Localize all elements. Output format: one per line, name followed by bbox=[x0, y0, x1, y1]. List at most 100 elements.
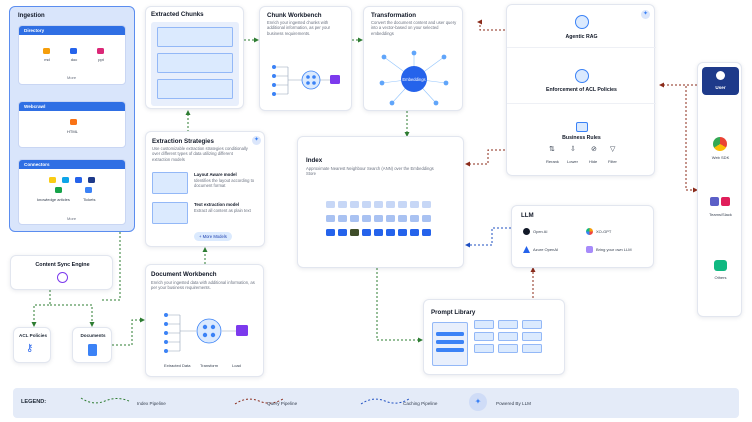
prompt-tile bbox=[522, 320, 542, 329]
web-sdk-label: Web SDK bbox=[711, 155, 730, 160]
llm-powered-icon: ✦ bbox=[641, 10, 650, 19]
documents-card: Documents bbox=[72, 327, 112, 363]
layout-model-title: Layout Aware model bbox=[194, 172, 237, 177]
acl-policies-title: ACL Policies bbox=[19, 333, 47, 338]
vector-cell bbox=[398, 215, 407, 222]
powered-by-llm-label: Powered By LLM bbox=[496, 401, 531, 406]
vector-cell bbox=[326, 229, 335, 236]
legend-bar: LEGEND: Index Pipeline Query Pipeline Ca… bbox=[13, 388, 739, 418]
openai-icon bbox=[523, 228, 530, 235]
teams-icon bbox=[710, 197, 719, 206]
vector-cell bbox=[398, 201, 407, 208]
documents-title: Documents bbox=[80, 333, 106, 338]
lower-label: Lower bbox=[567, 159, 578, 164]
slack-icon bbox=[721, 197, 730, 206]
doc-pipeline-graph-icon bbox=[164, 313, 248, 353]
filter-label: Filter bbox=[608, 159, 617, 164]
html-file-icon bbox=[70, 119, 77, 125]
knowledge-articles-label: knowledge articles bbox=[37, 197, 70, 202]
prompt-tile bbox=[522, 332, 542, 341]
vector-cell bbox=[386, 229, 395, 236]
divider bbox=[507, 47, 656, 48]
transformation-card: Transformation Convert the document cont… bbox=[363, 6, 463, 111]
connectors-source[interactable]: Connectors knowledge articles Tickets Mo… bbox=[18, 159, 126, 225]
ingestion-panel: Ingestion Directory md doc ppt More Webc… bbox=[9, 6, 135, 232]
user-shield-icon bbox=[575, 69, 589, 83]
extracted-data-label: Extracted Data bbox=[164, 363, 191, 368]
directory-source[interactable]: Directory md doc ppt More bbox=[18, 25, 126, 85]
azure-openai-label: Azure OpenAI bbox=[533, 247, 559, 252]
vector-cell bbox=[326, 201, 335, 208]
divider bbox=[507, 103, 656, 104]
vector-cell bbox=[422, 215, 431, 222]
document-workbench-card: Document Workbench Enrich your ingested … bbox=[145, 264, 264, 377]
vector-cell bbox=[362, 215, 371, 222]
directory-more-link[interactable]: More bbox=[67, 75, 77, 80]
acl-policies-card: ACL Policies ⚷ bbox=[13, 327, 51, 363]
vector-cell bbox=[338, 229, 347, 236]
tickets-label: Tickets bbox=[83, 197, 96, 202]
webcrawl-title: Webcrawl bbox=[19, 102, 125, 111]
connectors-more-link[interactable]: More bbox=[67, 216, 77, 221]
prompt-row bbox=[436, 348, 464, 352]
llm-powered-icon: ✦ bbox=[252, 136, 261, 145]
vector-cell bbox=[326, 215, 335, 222]
vector-cell bbox=[374, 229, 383, 236]
business-rules-label: Business Rules bbox=[562, 135, 601, 141]
extracted-chunks-title: Extracted Chunks bbox=[151, 11, 204, 18]
ppt-file-icon bbox=[97, 48, 104, 54]
more-models-button[interactable]: + More Models bbox=[194, 232, 232, 241]
content-sync-card: Content Sync Engine bbox=[10, 255, 113, 290]
index-card: Index Approximate Nearest Neighbour Sear… bbox=[297, 136, 464, 268]
hide-icon: ⊘ bbox=[591, 146, 597, 153]
vector-cell bbox=[410, 229, 419, 236]
teams-slack-label: Teams/Slack bbox=[709, 212, 732, 217]
rerank-icon: ⇅ bbox=[549, 146, 555, 153]
ingestion-title: Ingestion bbox=[18, 13, 45, 19]
vector-cell bbox=[350, 201, 359, 208]
azure-icon bbox=[523, 246, 530, 253]
html-label: HTML bbox=[67, 129, 78, 134]
doc-workbench-title: Document Workbench bbox=[151, 271, 217, 278]
chunks-preview bbox=[151, 22, 239, 106]
prompt-tile bbox=[474, 320, 494, 329]
prompt-tile bbox=[498, 320, 518, 329]
chunk-workbench-title: Chunk Workbench bbox=[267, 12, 322, 19]
layout-model-desc: Identifies the layout according to docum… bbox=[194, 178, 255, 189]
transformation-title: Transformation bbox=[371, 12, 417, 19]
business-rules-icon bbox=[576, 122, 588, 132]
prompt-tile bbox=[498, 344, 518, 353]
chat-icon bbox=[714, 260, 727, 271]
vector-cell bbox=[410, 201, 419, 208]
cloud-icon bbox=[62, 177, 69, 183]
webcrawl-source[interactable]: Webcrawl HTML bbox=[18, 101, 126, 148]
extraction-desc: Use customizable extraction strategies c… bbox=[152, 146, 248, 162]
jira-icon bbox=[88, 177, 95, 183]
key-icon: ⚷ bbox=[26, 343, 34, 354]
hide-label: Hide bbox=[589, 159, 598, 164]
embeddings-node-label: Embeddings bbox=[402, 77, 426, 82]
index-pipeline-swatch bbox=[80, 397, 130, 404]
agentic-rag-icon bbox=[575, 15, 589, 29]
vector-cell bbox=[338, 201, 347, 208]
custom-llm-icon bbox=[586, 246, 593, 253]
knowledge-articles-icon bbox=[55, 187, 62, 193]
user-tile[interactable]: User bbox=[702, 67, 739, 95]
rerank-label: Rerank bbox=[546, 159, 559, 164]
doc-file-icon bbox=[70, 48, 77, 54]
vector-cell bbox=[398, 229, 407, 236]
user-label: User bbox=[715, 85, 726, 90]
load-label: Load bbox=[232, 363, 241, 368]
lower-icon: ⇩ bbox=[570, 146, 576, 153]
xo-gpt-label: XO-GPT bbox=[596, 229, 612, 234]
directory-title: Directory bbox=[19, 26, 125, 35]
vector-cell bbox=[386, 215, 395, 222]
user-channels-panel: User Web SDK Teams/Slack Others bbox=[697, 62, 742, 317]
vector-cell bbox=[350, 215, 359, 222]
prompt-library-title: Prompt Library bbox=[431, 309, 476, 316]
embeddings-store-grid bbox=[326, 201, 434, 251]
xo-gpt-icon bbox=[586, 228, 593, 235]
user-icon bbox=[716, 71, 725, 80]
chunk-workbench-desc: Enrich your ingested chunks with additio… bbox=[267, 20, 331, 36]
layout-model-preview bbox=[152, 172, 188, 194]
